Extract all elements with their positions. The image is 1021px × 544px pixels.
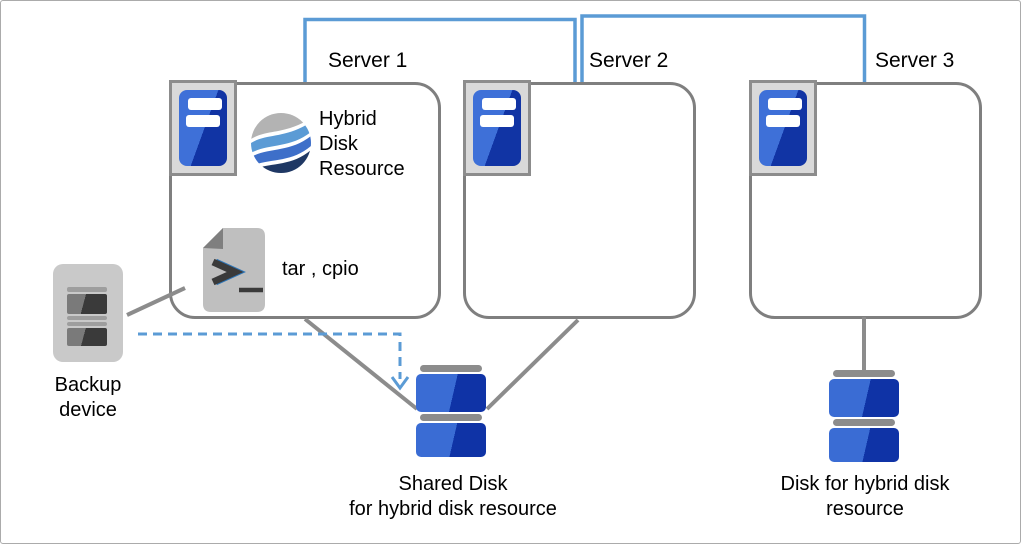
tower-server-icon	[473, 90, 521, 166]
wave-band-gray	[251, 113, 311, 139]
wave-band-navy	[251, 150, 311, 173]
tower-slot-bar	[480, 115, 514, 127]
disk-platter	[416, 374, 486, 412]
tape-slot	[67, 328, 107, 346]
shared-disk-icon	[416, 365, 486, 457]
tower-slot-bar	[768, 98, 802, 110]
disk-cap	[420, 365, 482, 372]
tape-slot	[67, 294, 107, 314]
disk-platter	[829, 379, 899, 417]
server2-label: Server 2	[589, 49, 669, 72]
server1-label: Server 1	[328, 49, 408, 72]
tape-bar	[67, 322, 107, 326]
tape-bar	[67, 316, 107, 320]
tower-server-icon	[179, 90, 227, 166]
shared-disk-label-line2: for hybrid disk resource	[349, 498, 557, 520]
backup-device-icon	[53, 264, 123, 362]
tower-server-icon	[759, 90, 807, 166]
server3-label: Server 3	[875, 49, 955, 72]
blue-connector-server1-server2	[303, 17, 577, 82]
hybrid-disk-icon	[829, 370, 899, 462]
disk-cap	[833, 419, 895, 426]
server3-icon	[749, 80, 817, 176]
tape-bar	[67, 287, 107, 292]
wave-band-mid-blue	[251, 136, 311, 166]
tower-slot-bar	[482, 98, 516, 110]
tower-slot-bar	[186, 115, 220, 127]
hybrid-disk-resource-label: Hybrid Disk Resource	[319, 107, 405, 182]
wave-band-light-blue	[251, 122, 311, 153]
hybrid-resource-line1: Hybrid	[319, 108, 377, 130]
disk-cap	[420, 414, 482, 421]
prompt-glyph	[211, 258, 244, 286]
backup-label-line2: device	[59, 399, 117, 421]
shared-disk-label: Shared Disk for hybrid disk resource	[333, 472, 573, 522]
disk-cap	[833, 370, 895, 377]
server2-to-shared-disk-line	[485, 318, 580, 411]
hybrid-disk-label-line1: Disk for hybrid disk	[780, 473, 950, 495]
blue-connector-server2-server3	[580, 14, 867, 82]
backup-device-label: Backup device	[28, 373, 148, 423]
hybrid-disk-label: Disk for hybrid disk resource	[755, 472, 975, 522]
hybrid-disk-resource-icon	[251, 113, 311, 173]
shell-script-file-icon	[203, 228, 265, 312]
server1-icon	[169, 80, 237, 176]
dashed-arrowhead-icon	[390, 376, 410, 391]
backup-label-line1: Backup	[54, 374, 122, 396]
tower-slot-bar	[188, 98, 222, 110]
backup-tools-label: tar , cpio	[282, 258, 359, 280]
backup-to-server1-line	[126, 286, 186, 317]
hybrid-resource-line3: Resource	[319, 158, 405, 180]
tower-slot-bar	[766, 115, 800, 127]
hybrid-resource-line2: Disk	[319, 133, 358, 155]
shared-disk-label-line1: Shared Disk	[398, 473, 508, 495]
hybrid-disk-label-line2: resource	[826, 498, 904, 520]
disk-platter	[416, 423, 486, 457]
server2-icon	[463, 80, 531, 176]
file-fold-corner	[203, 228, 223, 249]
backup-to-shared-disk-dashed-line	[138, 332, 402, 379]
disk-platter	[829, 428, 899, 462]
